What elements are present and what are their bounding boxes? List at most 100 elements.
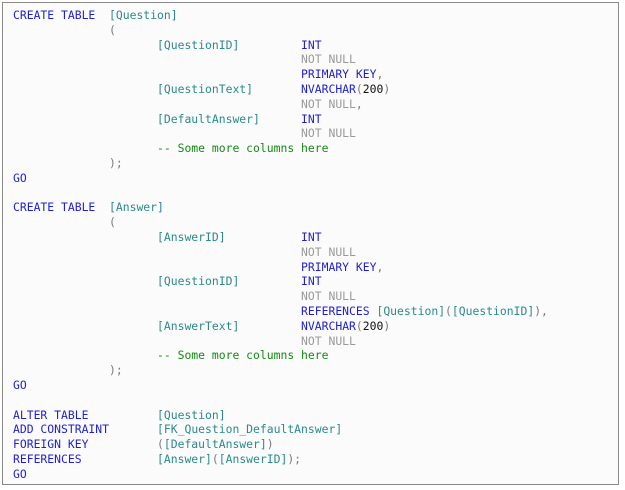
code-line: FOREIGN KEY ([DefaultAnswer]) [13, 437, 548, 452]
code-line: [AnswerText] NVARCHAR(200) [13, 319, 548, 334]
sql-number: 200 [362, 81, 384, 96]
sql-punctuation: ( [157, 437, 164, 452]
code-line: -- Some more columns here [13, 141, 548, 156]
sql-identifier: [QuestionID] [451, 303, 535, 318]
sql-punctuation: ) [266, 437, 274, 452]
indent-space [13, 126, 301, 140]
sql-identifier: [AnswerText] [157, 318, 240, 333]
sql-keyword: ALTER TABLE [13, 407, 89, 422]
indent-space [13, 141, 157, 155]
sql-keyword: GO [13, 170, 27, 185]
sql-punctuation: ); [287, 451, 302, 466]
code-line: [DefaultAnswer] INT [13, 112, 548, 127]
code-line: GO [13, 171, 548, 186]
code-line [13, 186, 548, 201]
sql-keyword: PRIMARY KEY [301, 67, 377, 82]
code-line: -- Some more columns here [13, 348, 548, 363]
indent-space [13, 274, 157, 288]
sql-identifier: [DefaultAnswer] [157, 111, 260, 126]
sql-keyword: INT [301, 229, 322, 244]
sql-punctuation: ) [383, 81, 391, 96]
code-line: NOT NULL [13, 289, 548, 304]
indent-space [13, 82, 157, 96]
indent-space [13, 334, 301, 348]
indent-space [13, 245, 301, 259]
sql-keyword: FOREIGN KEY [13, 437, 89, 452]
indent-space [13, 289, 301, 303]
sql-identifier: [QuestionText] [157, 81, 254, 96]
code-line: REFERENCES [Question]([QuestionID]), [13, 304, 548, 319]
sql-code-editor[interactable]: CREATE TABLE [Question] ( [QuestionID] I… [2, 2, 619, 485]
code-line: NOT NULL [13, 334, 548, 349]
sql-identifier: [Question] [376, 303, 446, 318]
sql-identifier: [DefaultAnswer] [163, 437, 267, 452]
sql-punctuation: , [376, 67, 384, 82]
sql-not-null: NOT NULL [301, 244, 356, 259]
sql-punctuation: ) [383, 318, 391, 333]
sql-code-block: CREATE TABLE [Question] ( [QuestionID] I… [13, 8, 548, 482]
indent-space [13, 23, 109, 37]
sql-comment: -- Some more columns here [157, 348, 329, 363]
sql-not-null: NOT NULL [301, 333, 356, 348]
code-line: NOT NULL [13, 126, 548, 141]
code-line: NOT NULL [13, 52, 548, 67]
indent-space [13, 52, 301, 66]
sql-keyword: INT [301, 37, 322, 52]
indent-space [260, 112, 301, 126]
sql-punctuation: ( [355, 318, 363, 333]
sql-identifier: [FK_Question_DefaultAnswer] [157, 422, 343, 437]
indent-space [13, 348, 157, 362]
indent-space [13, 112, 157, 126]
code-line: GO [13, 467, 548, 482]
sql-keyword: REFERENCES [301, 303, 370, 318]
sql-identifier: [Question] [157, 407, 226, 422]
sql-comment: -- Some more columns here [157, 141, 329, 156]
indent-space [13, 97, 301, 111]
code-line: [AnswerID] INT [13, 230, 548, 245]
indent-space [253, 82, 301, 96]
sql-keyword: NVARCHAR [301, 81, 356, 96]
sql-keyword: INT [301, 274, 322, 289]
sql-punctuation: ); [109, 155, 123, 170]
sql-keyword: PRIMARY KEY [301, 259, 377, 274]
indent-space [239, 38, 301, 52]
sql-keyword: ADD CONSTRAINT [13, 422, 110, 437]
sql-identifier: [AnswerID] [157, 229, 226, 244]
indent-space [13, 304, 301, 318]
code-line: ); [13, 156, 548, 171]
indent-space [82, 452, 157, 466]
sql-punctuation: ( [109, 22, 116, 37]
sql-keyword: GO [13, 377, 27, 392]
sql-keyword: GO [13, 466, 27, 481]
sql-identifier: [Answer] [109, 200, 164, 215]
code-line: CREATE TABLE [Question] [13, 8, 548, 23]
code-line: ADD CONSTRAINT [FK_Question_DefaultAnswe… [13, 422, 548, 437]
code-line: ( [13, 215, 548, 230]
indent-space [239, 274, 301, 288]
sql-punctuation: ( [445, 303, 452, 318]
code-line: PRIMARY KEY, [13, 67, 548, 82]
code-line [13, 393, 548, 408]
code-line: REFERENCES [Answer]([AnswerID]); [13, 452, 548, 467]
sql-not-null: NOT NULL [301, 52, 356, 67]
code-line: ); [13, 363, 548, 378]
sql-identifier: [Answer] [157, 451, 212, 466]
sql-identifier: [AnswerID] [218, 451, 288, 466]
sql-identifier: [Question] [109, 8, 178, 22]
indent-space [13, 260, 301, 274]
indent-space [13, 319, 157, 333]
code-line: ( [13, 23, 548, 38]
sql-keyword: INT [301, 111, 322, 126]
sql-punctuation: ( [355, 81, 363, 96]
code-line: NOT NULL, [13, 97, 548, 112]
indent-space [13, 67, 301, 81]
sql-punctuation: , [376, 259, 384, 274]
sql-punctuation: ( [211, 451, 219, 466]
sql-not-null: NOT NULL [301, 289, 356, 304]
code-line: CREATE TABLE [Answer] [13, 200, 548, 215]
indent-space [239, 319, 301, 333]
sql-number: 200 [362, 318, 384, 333]
sql-punctuation: ), [534, 303, 548, 318]
code-line: PRIMARY KEY, [13, 260, 548, 275]
indent-space [13, 38, 157, 52]
